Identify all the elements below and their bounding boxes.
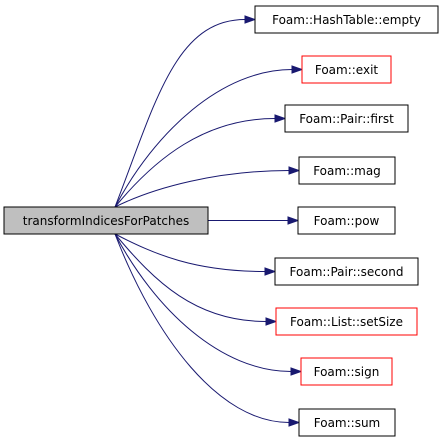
callee-node-pair-first[interactable]: Foam::Pair::first [284, 104, 409, 133]
arrowhead [287, 216, 300, 225]
callee-node-hashtable-empty[interactable]: Foam::HashTable::empty [254, 5, 439, 34]
callee-node-box [254, 5, 439, 34]
callee-node-label: Foam::pow [314, 214, 380, 228]
callee-node-exit[interactable]: Foam::exit [301, 55, 392, 84]
callee-node-box [298, 156, 396, 185]
callee-node-label: Foam::List::setSize [290, 315, 403, 329]
callee-node-list-setsize[interactable]: Foam::List::setSize [275, 307, 418, 336]
callee-node-box [297, 206, 396, 235]
callee-node-box [274, 257, 419, 286]
callee-node-sign[interactable]: Foam::sign [300, 357, 393, 386]
arrowhead [264, 267, 277, 276]
callee-node-mag[interactable]: Foam::mag [298, 156, 396, 185]
call-edge [114, 69, 293, 208]
call-edge [114, 170, 290, 208]
root-node-label: transformIndicesForPatches [23, 214, 190, 228]
callee-node-box [284, 104, 409, 133]
callee-node-label: Foam::HashTable::empty [272, 13, 421, 27]
root-node-box [3, 206, 209, 235]
call-edge [114, 19, 246, 208]
arrowhead [244, 15, 257, 24]
arrowhead [291, 65, 304, 74]
callee-node-label: Foam::mag [313, 164, 381, 178]
call-edge [114, 233, 266, 272]
callee-node-label: Foam::Pair::first [299, 112, 394, 126]
callee-node-label: Foam::Pair::second [290, 265, 404, 279]
callee-node-box [298, 408, 396, 437]
callee-node-label: Foam::sign [314, 365, 380, 379]
arrowhead [288, 418, 301, 427]
arrowhead [290, 367, 303, 376]
call-edge [114, 118, 276, 208]
call-edge [114, 233, 290, 423]
callee-node-pair-second[interactable]: Foam::Pair::second [274, 257, 419, 286]
arrowhead [265, 317, 278, 326]
callee-node-box [275, 307, 418, 336]
root-node[interactable]: transformIndicesForPatches [3, 206, 209, 235]
call-edge [114, 233, 267, 322]
call-edges [114, 15, 304, 427]
callee-node-box [301, 55, 392, 84]
arrowhead [288, 166, 301, 175]
call-edge [114, 233, 292, 372]
callee-node-pow[interactable]: Foam::pow [297, 206, 396, 235]
callee-node-label: Foam::sum [314, 416, 381, 430]
callee-node-sum[interactable]: Foam::sum [298, 408, 396, 437]
callee-node-box [300, 357, 393, 386]
callee-node-label: Foam::exit [315, 63, 379, 77]
arrowhead [274, 114, 287, 123]
